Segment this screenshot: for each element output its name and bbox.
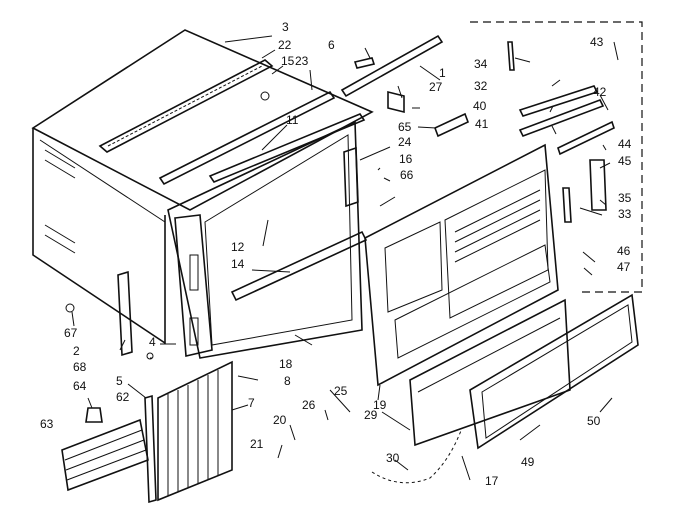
- screws-left: [65, 91, 270, 360]
- seal-65: [433, 112, 470, 138]
- part-label: 16: [399, 152, 413, 166]
- bracket-27: [387, 90, 405, 114]
- part-label: 22: [278, 38, 292, 52]
- part-label: 44: [618, 137, 632, 151]
- part-label: 34: [474, 57, 488, 71]
- part-label: 12: [231, 240, 245, 254]
- part-label: 8: [284, 374, 291, 388]
- part-label: 21: [250, 437, 264, 451]
- front-panel: [364, 143, 559, 387]
- chain-30: [371, 427, 463, 484]
- front-frame: [167, 120, 363, 359]
- louver-62: [61, 418, 149, 492]
- part-label: 32: [474, 79, 488, 93]
- part-label: 43: [590, 35, 604, 49]
- side-louver-panel-7: [157, 360, 233, 502]
- seal-24: [343, 146, 359, 208]
- part-label: 18: [279, 357, 293, 371]
- part-label: 41: [475, 117, 489, 131]
- part-label: 68: [73, 360, 87, 374]
- leader-lines: [71, 35, 619, 481]
- part-label: 25: [334, 384, 348, 398]
- pin-6: [353, 57, 376, 69]
- right-subassembly-boundary: [470, 21, 643, 293]
- part-label: 45: [618, 154, 632, 168]
- part-label: 35: [618, 191, 632, 205]
- rod-1: [340, 34, 444, 98]
- part-label: 3: [282, 20, 289, 34]
- part-label: 30: [386, 451, 400, 465]
- part-label: 62: [116, 390, 130, 404]
- part-label: 42: [593, 85, 607, 99]
- part-label: 20: [273, 413, 287, 427]
- rail-23: [158, 90, 336, 186]
- part-label: 1: [439, 66, 446, 80]
- part-label: 4: [149, 335, 156, 349]
- part-label: 29: [364, 408, 378, 422]
- gasket-5: [144, 394, 157, 504]
- part-label: 46: [617, 244, 631, 258]
- part-label: 50: [587, 414, 601, 428]
- knob-64: [85, 407, 103, 423]
- part-label: 24: [398, 135, 412, 149]
- part-label: 14: [231, 257, 245, 271]
- cabinet-shell: [31, 29, 374, 345]
- part-label: 26: [302, 398, 316, 412]
- part-label: 5: [116, 374, 123, 388]
- part-label: 65: [398, 120, 412, 134]
- part-label: 7: [248, 396, 255, 410]
- right-strips: [507, 41, 615, 223]
- lower-panel-29: [409, 298, 571, 447]
- part-label: 19: [373, 398, 387, 412]
- part-label: 64: [73, 379, 87, 393]
- part-label: 2: [73, 344, 80, 358]
- part-label: 17: [485, 474, 499, 488]
- part-label: 63: [40, 417, 54, 431]
- part-label: 40: [473, 99, 487, 113]
- part-label: 6: [328, 38, 335, 52]
- bottom-rail-14: [230, 230, 368, 302]
- part-label: 33: [618, 207, 632, 221]
- part-label: 23: [295, 54, 309, 68]
- part-label: 66: [400, 168, 414, 182]
- part-label: 67: [64, 326, 78, 340]
- rail-11: [208, 113, 366, 183]
- part-label: 27: [429, 80, 443, 94]
- side-bracket-2: [117, 270, 133, 357]
- part-label: 47: [617, 260, 631, 274]
- top-gasket-strip: [98, 59, 274, 153]
- part-label: 11: [286, 113, 299, 127]
- front-cover-49: [469, 293, 639, 450]
- part-label: 49: [521, 455, 535, 469]
- part-label: 15: [281, 54, 295, 68]
